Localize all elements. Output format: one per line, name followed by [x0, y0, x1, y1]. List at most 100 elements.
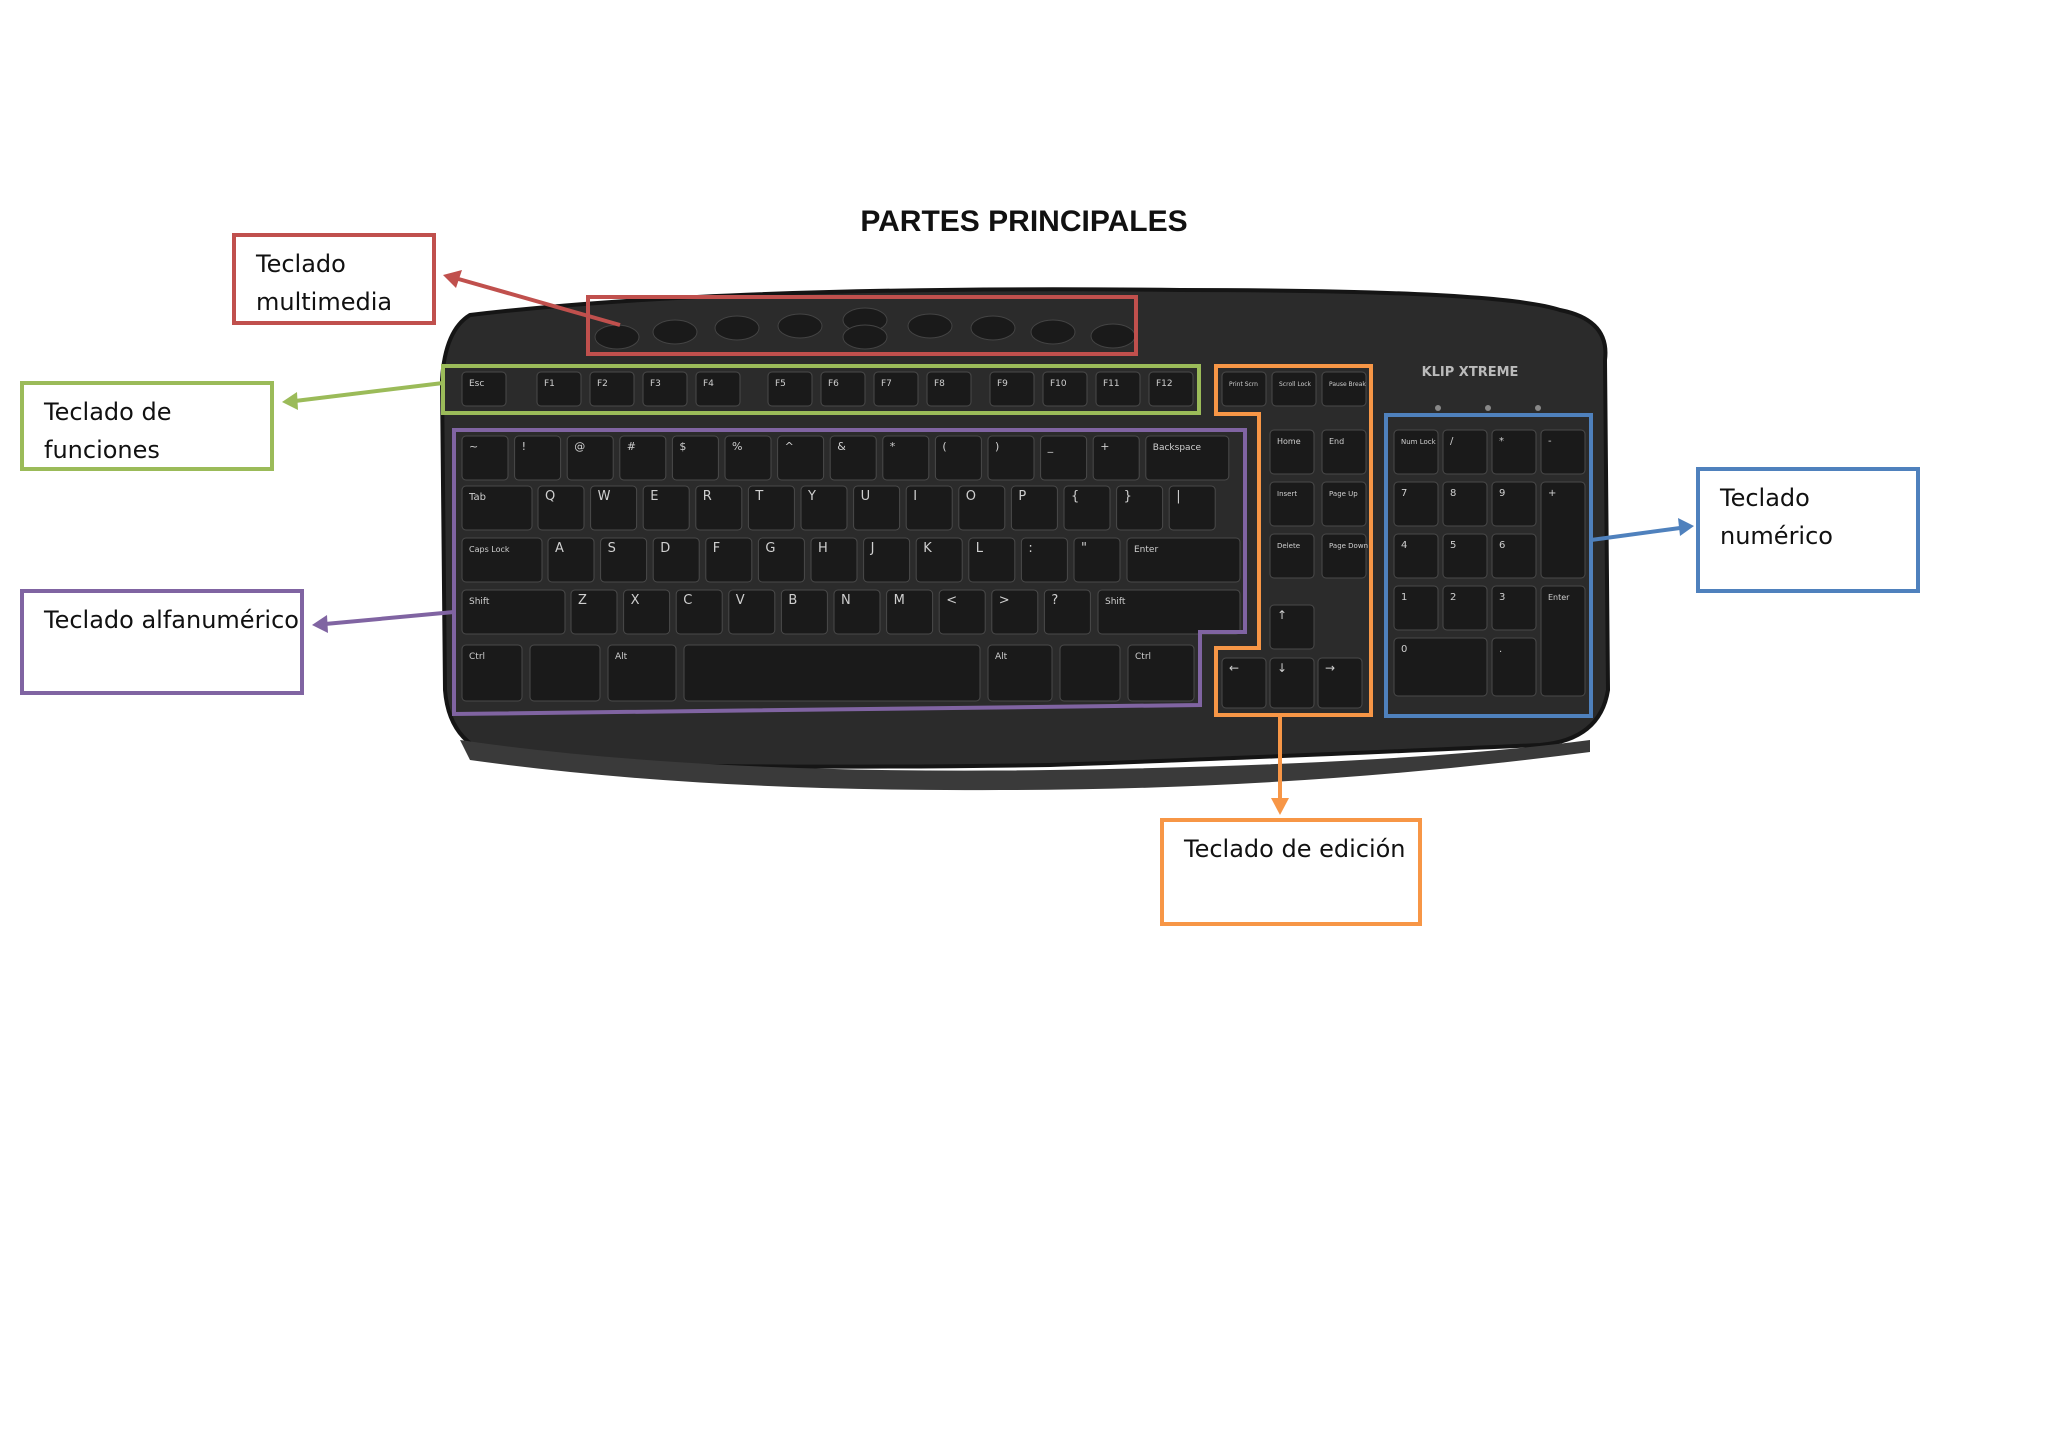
key-row2: U — [854, 486, 900, 530]
svg-text:A: A — [555, 541, 564, 556]
key-num-5: 5 — [1443, 534, 1487, 578]
svg-text:%: % — [732, 440, 742, 453]
svg-text:$: $ — [679, 440, 686, 453]
key-row1: # — [620, 436, 666, 480]
svg-text:Page Up: Page Up — [1329, 490, 1358, 498]
key-f9: F9 — [990, 372, 1034, 406]
key-ctrl-right: Ctrl — [1128, 645, 1194, 701]
key-row2: { — [1064, 486, 1110, 530]
key-row1: ! — [515, 436, 561, 480]
key-home: Home — [1270, 430, 1314, 474]
label-teclado-funciones: Teclado de funciones — [20, 381, 274, 471]
key-row4: Z — [571, 590, 617, 634]
key-row1: ) — [988, 436, 1034, 480]
key-backspace: Backspace — [1146, 436, 1229, 480]
svg-text:↑: ↑ — [1277, 608, 1287, 622]
svg-text:Shift: Shift — [1105, 597, 1126, 607]
key-row4: X — [624, 590, 670, 634]
key-f1: F1 — [537, 372, 581, 406]
svg-text:<: < — [946, 593, 957, 608]
svg-text:Shift: Shift — [469, 597, 490, 607]
key-row4: M — [887, 590, 933, 634]
key-row3: D — [653, 538, 699, 582]
key-num-divide: / — [1443, 430, 1487, 474]
key-row4: ? — [1044, 590, 1090, 634]
svg-text:3: 3 — [1499, 592, 1505, 603]
key-row1: & — [830, 436, 876, 480]
key-row2: Y — [801, 486, 847, 530]
svg-text:F1: F1 — [544, 379, 555, 389]
svg-text:Ctrl: Ctrl — [1135, 652, 1151, 662]
key-f4: F4 — [696, 372, 740, 406]
svg-text:0: 0 — [1401, 644, 1407, 655]
key-row1: % — [725, 436, 771, 480]
svg-text:K: K — [923, 541, 932, 556]
key-arrow-up: ↑ — [1270, 605, 1314, 649]
svg-text:Alt: Alt — [995, 652, 1008, 662]
key-num-7: 7 — [1394, 482, 1438, 526]
key-num-3: 3 — [1492, 586, 1536, 630]
svg-text:8: 8 — [1450, 488, 1456, 499]
key-row4: N — [834, 590, 880, 634]
key-row3: : — [1021, 538, 1067, 582]
label-teclado-multimedia: Teclado multimedia — [232, 233, 436, 325]
svg-text:(: ( — [942, 440, 946, 453]
svg-text:P: P — [1018, 489, 1026, 504]
key-menu — [1060, 645, 1120, 701]
svg-text:F8: F8 — [934, 379, 945, 389]
svg-text:-: - — [1548, 436, 1552, 447]
label-funciones-line2: funciones — [44, 431, 270, 469]
svg-text:Pause Break: Pause Break — [1329, 381, 1366, 388]
svg-text:→: → — [1325, 661, 1335, 675]
key-enter: Enter — [1127, 538, 1240, 582]
label-teclado-edicion: Teclado de edición — [1160, 818, 1422, 926]
svg-text:Ctrl: Ctrl — [469, 652, 485, 662]
svg-text:Home: Home — [1277, 437, 1301, 446]
key-num-2: 2 — [1443, 586, 1487, 630]
key-f8: F8 — [927, 372, 971, 406]
key-esc: Esc — [462, 372, 506, 406]
key-row3: " — [1074, 538, 1120, 582]
key-num-plus: + — [1541, 482, 1585, 578]
key-insert: Insert — [1270, 482, 1314, 526]
key-alt-right: Alt — [988, 645, 1052, 701]
svg-text::: : — [1028, 541, 1032, 556]
key-row2: Q — [538, 486, 584, 530]
key-num-multiply: * — [1492, 430, 1536, 474]
svg-text:F12: F12 — [1156, 379, 1173, 389]
svg-text:Q: Q — [545, 489, 555, 504]
key-row2: } — [1117, 486, 1163, 530]
key-ctrl-left: Ctrl — [462, 645, 522, 701]
label-funciones-line1: Teclado de — [44, 393, 270, 431]
label-multimedia-line2: multimedia — [256, 283, 432, 321]
key-edit-top: Pause Break — [1322, 372, 1366, 406]
key-row3: A — [548, 538, 594, 582]
svg-text:@: @ — [574, 440, 585, 453]
svg-text:{: { — [1071, 489, 1079, 504]
key-tab: Tab — [462, 486, 532, 530]
svg-text:#: # — [627, 440, 636, 453]
key-f6: F6 — [821, 372, 865, 406]
key-row4: B — [781, 590, 827, 634]
svg-text:V: V — [736, 593, 745, 608]
key-row1: $ — [672, 436, 718, 480]
key-row1: @ — [567, 436, 613, 480]
svg-text:R: R — [703, 489, 712, 504]
key-row1: ^ — [778, 436, 824, 480]
svg-text:+: + — [1100, 440, 1109, 453]
svg-text:}: } — [1124, 489, 1132, 504]
brand-logo: KLIP XTREME — [1422, 365, 1519, 380]
svg-text:M: M — [894, 593, 905, 608]
key-num-8: 8 — [1443, 482, 1487, 526]
key-num-4: 4 — [1394, 534, 1438, 578]
svg-text:F9: F9 — [997, 379, 1008, 389]
svg-text:N: N — [841, 593, 851, 608]
key-row3: J — [864, 538, 910, 582]
svg-text:Alt: Alt — [615, 652, 628, 662]
key-row3: L — [969, 538, 1015, 582]
key-row2: I — [906, 486, 952, 530]
key-edit-top: Print Scrn — [1222, 372, 1266, 406]
svg-text:Insert: Insert — [1277, 490, 1297, 498]
key-row1: _ — [1041, 436, 1087, 480]
